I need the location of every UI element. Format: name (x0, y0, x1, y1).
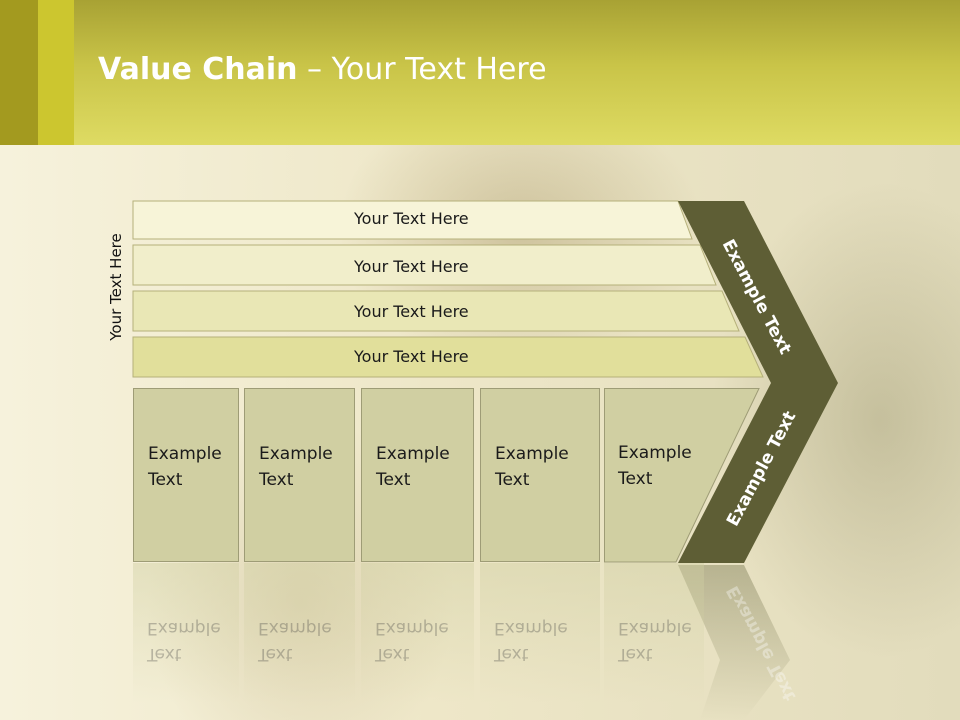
reflection-2-line2: Text (258, 644, 293, 664)
chevron-reflection (678, 565, 790, 720)
chevron-arrow (678, 201, 838, 563)
box-reflection-5: Text Example (604, 563, 704, 703)
activity-box-5-shape (604, 388, 760, 563)
accent-strip-light (38, 0, 74, 145)
box-3-line2: Text (376, 470, 411, 490)
box-3-line1: Example (376, 444, 450, 464)
box-reflection-3: Text Example (361, 563, 474, 703)
title-bar: Value Chain – Your Text Here (0, 0, 960, 145)
reflection-4-line2: Text (494, 644, 529, 664)
reflection-3-line1: Example (375, 618, 449, 638)
band-1 (132, 200, 693, 240)
band-4-label: Your Text Here (354, 347, 469, 366)
band-2 (132, 244, 717, 286)
reflection-2-line1: Example (258, 618, 332, 638)
box-5-line2: Text (618, 469, 653, 489)
box-2-line1: Example (259, 444, 333, 464)
box-4-line2: Text (495, 470, 530, 490)
box-2-line2: Text (259, 470, 294, 490)
reflection-5-line1: Example (618, 618, 692, 638)
reflection-4-line1: Example (494, 618, 568, 638)
accent-strip-dark (0, 0, 38, 145)
box-reflection-2: Text Example (244, 563, 355, 703)
band-3 (132, 290, 740, 332)
reflection-1-line2: Text (147, 644, 182, 664)
box-4-line1: Example (495, 444, 569, 464)
band-4 (132, 336, 764, 378)
reflection-5-line2: Text (618, 644, 653, 664)
band-3-label: Your Text Here (354, 302, 469, 321)
slide-title: Value Chain – Your Text Here (98, 52, 547, 87)
box-1-line2: Text (148, 470, 183, 490)
title-bold: Value Chain (98, 52, 298, 87)
box-5-line1: Example (618, 443, 692, 463)
title-rest: – Your Text Here (297, 52, 547, 87)
box-reflection-1: Text Example (133, 563, 239, 703)
reflection-3-line2: Text (375, 644, 410, 664)
box-1-line1: Example (148, 444, 222, 464)
box-reflection-4: Text Example (480, 563, 600, 703)
reflection-1-line1: Example (147, 618, 221, 638)
band-2-label: Your Text Here (354, 257, 469, 276)
band-1-label: Your Text Here (354, 209, 469, 228)
